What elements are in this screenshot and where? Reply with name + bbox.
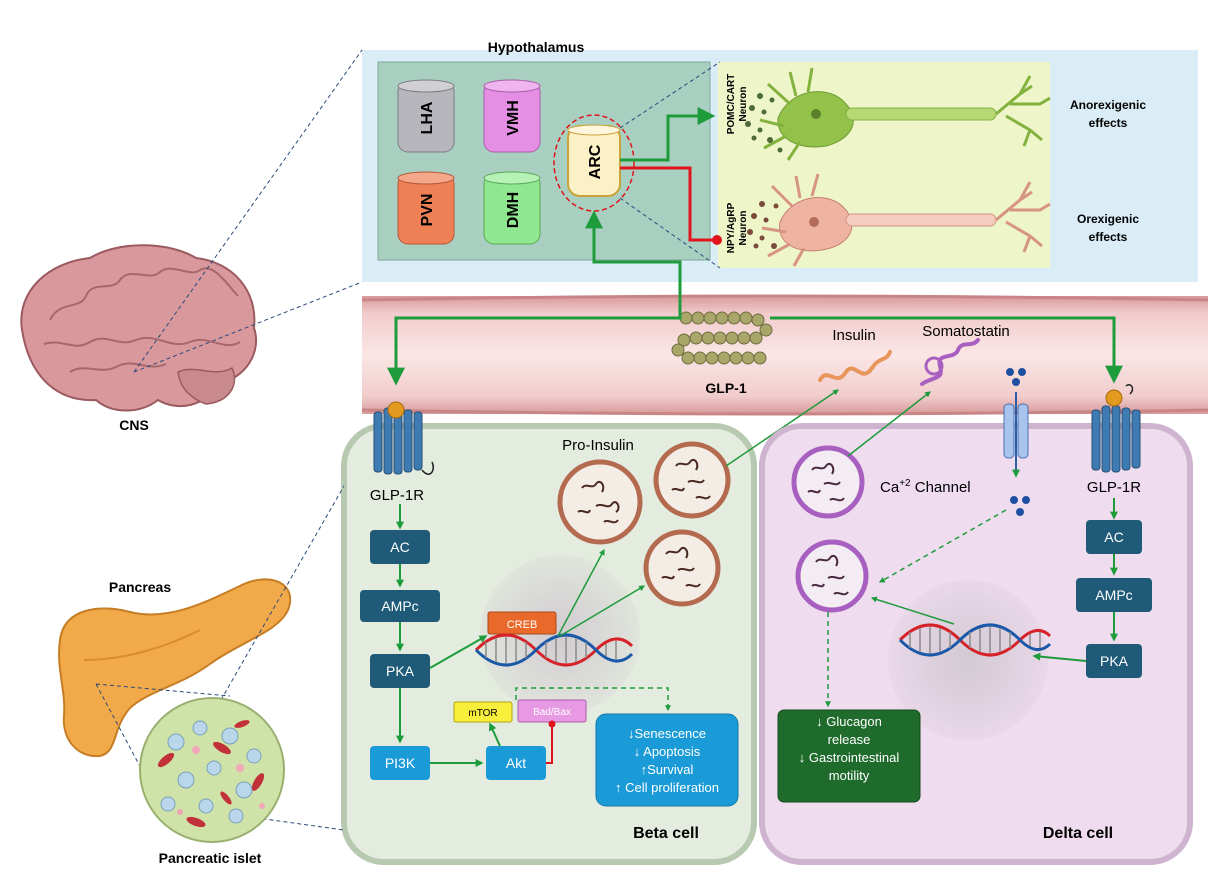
hypothalamus-title: Hypothalamus (488, 39, 585, 55)
pancreatic-islet-label: Pancreatic islet (159, 850, 262, 866)
delta-ampc-label: AMPc (1095, 587, 1132, 603)
badbax-label: Bad/Bax (533, 707, 571, 718)
anorexigenic-label-1: Anorexigenic (1070, 98, 1146, 112)
delta-glp1r-label: GLP-1R (1087, 479, 1141, 496)
ca-channel-label: Ca+2 Channel (880, 478, 971, 496)
beta-pi3k-box[interactable]: PI3K (370, 746, 430, 780)
nucleus-dmh-label: DMH (505, 192, 522, 228)
beta-pka-label: PKA (386, 663, 415, 679)
insulin-icon (818, 350, 892, 382)
pomc-cart-neuron-icon (745, 67, 1051, 161)
delta-outcome-line-4: motility (829, 768, 870, 783)
arc-to-npy-inhibit (620, 166, 714, 242)
beta-ampc-box[interactable]: AMPc (360, 590, 440, 622)
nucleus-dmh[interactable]: DMH (483, 171, 541, 245)
akt-badbax-inhibit (546, 726, 553, 764)
nucleus-pvn[interactable]: PVN (397, 171, 455, 245)
npy-agrp-neuron-icon (747, 173, 1051, 267)
beta-outcome-line-3: ↑Survival (641, 762, 694, 777)
delta-cell-label: Delta cell (1043, 825, 1113, 842)
ca-channel-icon[interactable] (1003, 392, 1029, 478)
pro-insulin-vesicle-3 (643, 529, 721, 607)
creb-box[interactable]: CREB (487, 611, 557, 635)
beta-akt-box[interactable]: Akt (486, 746, 546, 780)
akt-to-outcome-dashed (515, 687, 671, 712)
cns-label: CNS (119, 417, 149, 433)
beta-ac-label: AC (390, 539, 409, 555)
nucleus-vmh-label: VMH (505, 100, 522, 136)
beta-outcome-box: ↓Senescence ↓ Apoptosis ↑Survival ↑ Cell… (595, 713, 739, 807)
nucleus-lha-label: LHA (419, 101, 436, 134)
insulin-label: Insulin (832, 327, 875, 344)
delta-dna-icon (898, 623, 1052, 657)
nucleus-pvn-label: PVN (419, 194, 436, 227)
beta-glp1r-label: GLP-1R (370, 487, 424, 504)
glp1-to-delta-receptor-arrow (770, 316, 1123, 384)
somatostatin-label: Somatostatin (922, 323, 1010, 340)
anorexigenic-label-2: effects (1089, 116, 1128, 130)
beta-outcome-line-4: ↑ Cell proliferation (615, 780, 719, 795)
arc-to-pomc-arrow (620, 107, 716, 162)
delta-outcome-line-2: release (828, 732, 871, 747)
npy-inhibit-end (712, 235, 722, 245)
beta-ac-box[interactable]: AC (370, 530, 430, 564)
beta-pka-box[interactable]: PKA (370, 654, 430, 688)
beta-akt-label: Akt (506, 755, 526, 771)
pomc-label-2: Neuron (738, 87, 749, 122)
somatostatin-vesicle-1 (791, 445, 865, 519)
orexigenic-label-2: effects (1089, 230, 1128, 244)
beta-outcome-line-2: ↓ Apoptosis (634, 744, 701, 759)
delta-outcome-line-3: ↓ Gastrointestinal (799, 750, 900, 765)
nucleus-lha[interactable]: LHA (397, 79, 455, 153)
dna-to-vesicle-arrow (870, 596, 955, 625)
pro-insulin-vesicle-2 (653, 441, 731, 519)
nucleus-arc-label: ARC (587, 144, 604, 179)
blood-vessel (362, 296, 1208, 414)
delta-pka-box[interactable]: PKA (1086, 644, 1142, 678)
beta-ampc-label: AMPc (381, 598, 418, 614)
delta-ampc-box[interactable]: AMPc (1076, 578, 1152, 612)
beta-outcome-line-1: ↓Senescence (628, 726, 706, 741)
mtor-box[interactable]: mTOR (453, 701, 513, 723)
calcium-ions-cell-icon (1010, 496, 1030, 516)
delta-ac-box[interactable]: AC (1086, 520, 1142, 554)
nucleus-arc[interactable]: ARC (553, 114, 635, 212)
glp1-peptide-icon (671, 311, 773, 365)
pancreas-label: Pancreas (109, 579, 171, 595)
ca-to-vesicle-dashed (878, 509, 1007, 583)
glp1-to-arc-arrow (585, 210, 682, 312)
delta-pka-label: PKA (1100, 653, 1129, 669)
glp1-to-beta-receptor-arrow (387, 312, 682, 386)
pro-insulin-vesicle-1 (557, 459, 643, 545)
orexigenic-label-1: Orexigenic (1077, 212, 1139, 226)
beta-cell-label: Beta cell (633, 825, 699, 842)
glp1-label: GLP-1 (705, 380, 746, 396)
beta-pi3k-label: PI3K (385, 755, 416, 771)
delta-glp1r-receptor-icon[interactable] (1091, 383, 1141, 473)
brain-icon (20, 244, 258, 412)
badbax-box[interactable]: Bad/Bax (517, 699, 587, 723)
somatostatin-icon (920, 338, 980, 386)
delta-ac-label: AC (1104, 529, 1123, 545)
beta-glp1r-receptor-icon[interactable] (373, 401, 434, 475)
npy-label-1: NPY/AgRP (726, 202, 737, 253)
neuron-panel (718, 62, 1050, 268)
calcium-ions-icon (1006, 368, 1026, 386)
mtor-label: mTOR (468, 708, 497, 719)
vesicle-to-somatostatin-arrow (847, 391, 931, 457)
npy-label-2: Neuron (738, 211, 749, 246)
delta-outcome-box: ↓ Glucagon release ↓ Gastrointestinal mo… (777, 709, 921, 803)
creb-label: CREB (507, 619, 538, 631)
nucleus-vmh[interactable]: VMH (483, 79, 541, 153)
pro-insulin-label: Pro-Insulin (562, 437, 634, 454)
islet-icon (139, 697, 285, 843)
delta-outcome-line-1: ↓ Glucagon (816, 714, 882, 729)
pancreas-icon (58, 578, 291, 758)
pomc-label-1: POMC/CART (726, 74, 737, 135)
delta-nucleus (888, 580, 1048, 740)
somatostatin-vesicle-2 (795, 539, 869, 613)
